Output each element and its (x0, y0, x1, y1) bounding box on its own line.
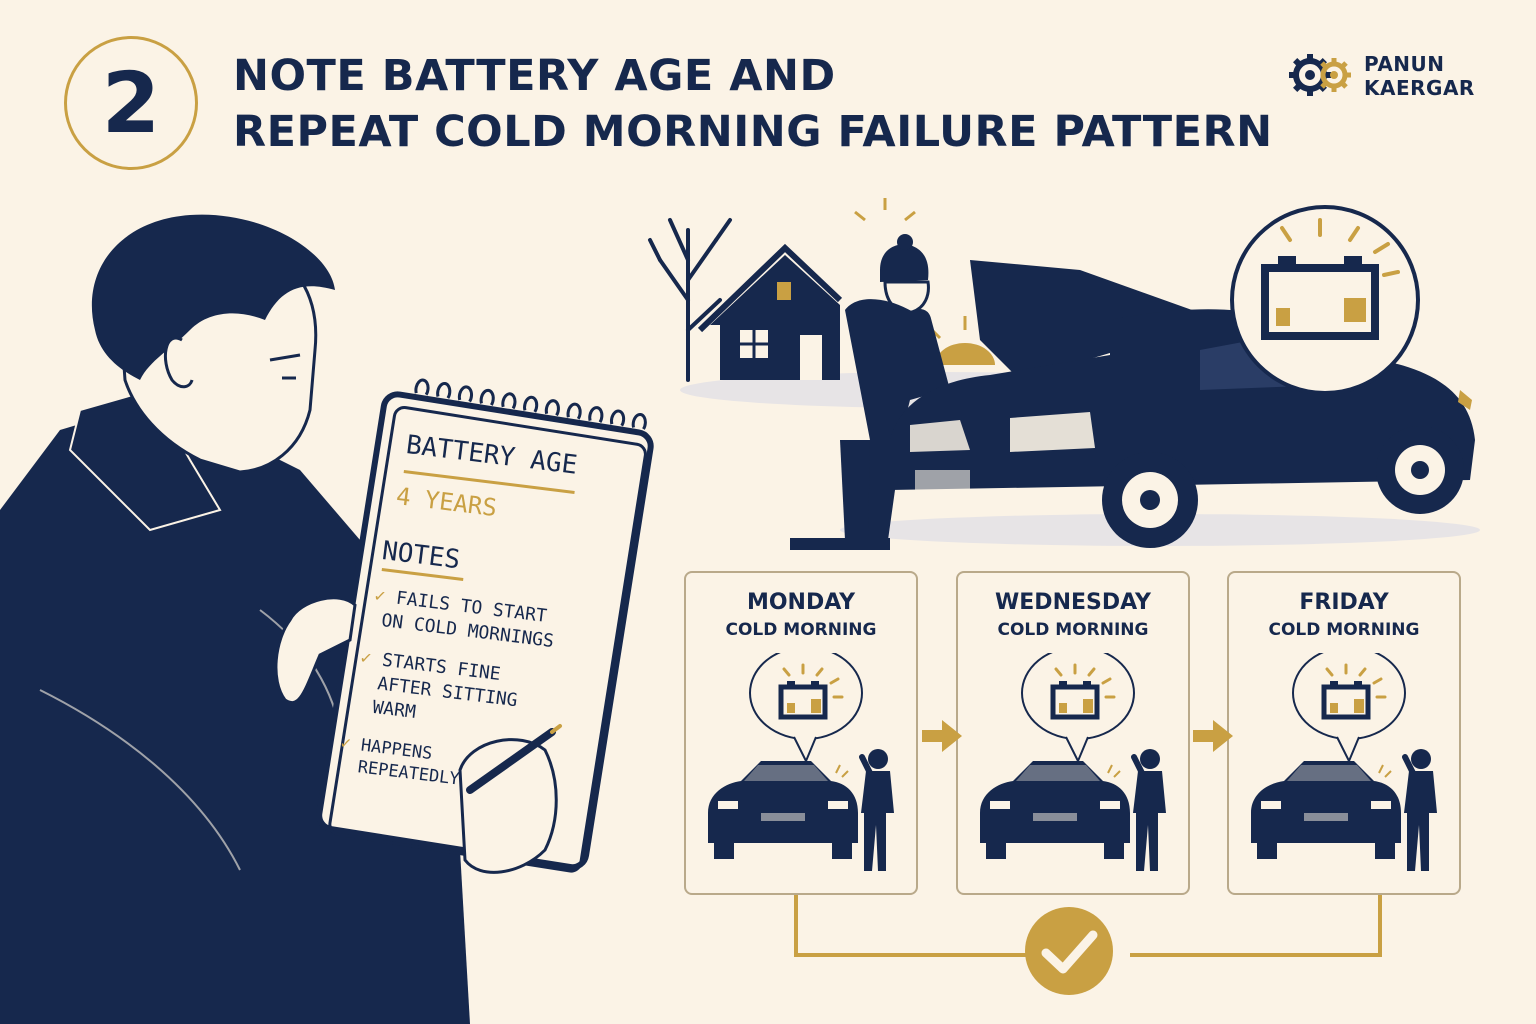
person-icon (1107, 749, 1166, 871)
battery-icon (1261, 256, 1379, 340)
person-icon (1378, 749, 1437, 871)
title-line-1: NOTE BATTERY AGE AND (233, 51, 836, 101)
battery-thought-bubble (1021, 653, 1135, 764)
check-icon: ✓ (339, 732, 353, 755)
gear-logo-icon (1289, 54, 1351, 96)
day-condition: COLD MORNING (1268, 620, 1420, 640)
person-icon (835, 749, 894, 871)
day-illustration (708, 653, 894, 871)
brand-name: PANUN KAERGAR (1364, 52, 1475, 100)
battery-thought-bubble (749, 653, 863, 764)
title-line-2: REPEAT COLD MORNING FAILURE PATTERN (233, 107, 1273, 157)
winter-car-scene (648, 198, 1480, 550)
check-icon (1041, 930, 1098, 974)
car-icon (1251, 761, 1401, 859)
battery-thought-bubble (1292, 653, 1406, 764)
tree-icon (648, 218, 732, 382)
check-icon: ✓ (359, 646, 373, 670)
pattern-connector (794, 895, 1382, 995)
brand-line-2: KAERGAR (1364, 76, 1475, 100)
day-name: WEDNESDAY (995, 590, 1151, 615)
timeline-panel-friday: FRIDAY COLD MORNING (1227, 571, 1461, 895)
battery-callout (1230, 205, 1420, 395)
arrow-right-icon (922, 720, 962, 752)
day-condition: COLD MORNING (997, 620, 1149, 640)
check-badge (1025, 907, 1113, 995)
check-icon: ✓ (373, 584, 387, 608)
day-illustration (980, 653, 1166, 871)
day-name: MONDAY (746, 590, 856, 615)
note-2-line-3: WARM (371, 696, 417, 723)
day-name: FRIDAY (1299, 590, 1389, 615)
man-with-notepad-illustration (0, 214, 654, 1024)
car-icon (980, 761, 1130, 859)
day-condition: COLD MORNING (725, 620, 877, 640)
arrow-right-icon (1193, 720, 1233, 752)
house-icon (697, 243, 843, 380)
day-illustration (1251, 653, 1437, 871)
step-number: 2 (101, 54, 161, 152)
timeline-panel-monday: MONDAY COLD MORNING (684, 571, 918, 895)
brand-line-1: PANUN (1364, 52, 1445, 76)
car-icon (708, 761, 858, 859)
step-number-badge: 2 (64, 36, 198, 170)
timeline-panel-wednesday: WEDNESDAY COLD MORNING (956, 571, 1190, 895)
